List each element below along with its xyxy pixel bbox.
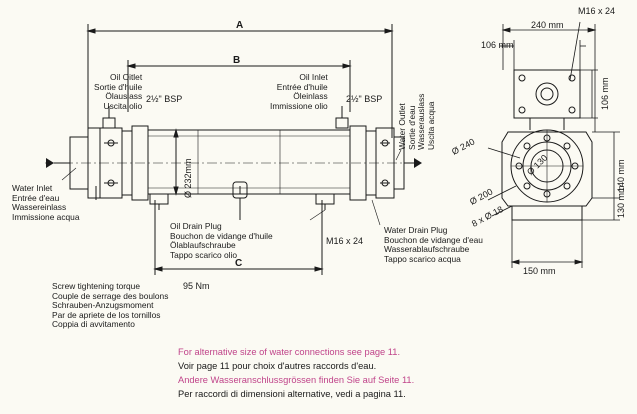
torque-de: Schrauben-Anzugsmoment [52, 300, 154, 311]
torque-fr: Couple de serrage des boulons [52, 290, 169, 301]
oil-drain-en: Oil Drain Plug [170, 221, 222, 231]
dim-label-a: A [236, 20, 244, 31]
oil-inlet-en: Oil Inlet [299, 72, 328, 82]
thread-label-left: 2½" BSP [146, 94, 183, 104]
oil-inlet-it: Immissione olio [270, 100, 328, 111]
dim-line-b [126, 60, 352, 112]
water-inlet-it: Immissione acqua [12, 211, 80, 222]
water-drain-it: Tappo scarico acqua [384, 253, 461, 264]
oil-outlet-it: Uscita olio [103, 100, 143, 111]
left-end-cap [69, 106, 149, 201]
oil-outlet-de: Ölauslass [105, 91, 143, 102]
dim-label-150mm: 150 mm [523, 266, 556, 276]
oil-drain-fr: Bouchon de vidange d'huile [170, 230, 273, 241]
end-view [501, 69, 593, 221]
right-end-cap [335, 106, 405, 201]
dim-label-c: C [235, 258, 243, 269]
water-inlet-fr: Entrée d'eau [12, 192, 60, 203]
oil-drain-it: Tappo scarico olio [170, 249, 238, 260]
torque-value: 95 Nm [183, 281, 210, 291]
end-view-dims [487, 21, 620, 268]
dim-label-106mm-h: 106 mm [600, 77, 610, 110]
torque-es: Par de apriete de los tornillos [52, 309, 161, 320]
water-inlet-label: Water Inlet Entrée d'eau Wassereinlass I… [12, 183, 80, 222]
dim-label-130mm: 130 mm [616, 185, 626, 218]
oil-outlet-en: Oil Oitlet [110, 72, 143, 82]
oil-drain-de: Ölablaufschraube [170, 240, 236, 251]
oil-drain-plug [232, 181, 248, 220]
torque-it: Coppia di avvitamento [52, 319, 135, 330]
thread-label-right: 2½" BSP [346, 94, 383, 104]
torque-en: Screw tightening torque [52, 281, 140, 291]
dim-label-b: B [233, 55, 241, 66]
water-drain-label: Water Drain Plug Bouchon de vidange d'ea… [384, 225, 483, 264]
oil-inlet-label: Oil Inlet Entrée d'huile Öleinlass Immis… [270, 72, 328, 111]
oil-outlet-fr: Sortie d'huile [94, 81, 143, 92]
water-drain-de: Wasserablaufschraube [384, 244, 470, 255]
dim-line-a [86, 24, 394, 138]
flow-arrows [46, 158, 422, 168]
water-drain-en: Water Drain Plug [384, 225, 448, 235]
torque-label: Screw tightening torque Couple de serrag… [52, 281, 169, 330]
foot-bolt-label: M16 x 24 [326, 236, 364, 246]
dim-label-diameter: Ø 232mm [183, 158, 193, 198]
note-fr: Voir page 11 pour choix d'autres raccord… [178, 361, 377, 371]
top-bolt-label: M16 x 24 [578, 6, 616, 16]
water-inlet-en: Water Inlet [12, 183, 53, 193]
dim-line-c [153, 200, 324, 275]
oil-inlet-de: Öleinlass [293, 91, 328, 102]
cooler-shell [147, 129, 351, 195]
oil-inlet-fr: Entrée d'huile [276, 81, 328, 92]
water-drain-fr: Bouchon de vidange d'eau [384, 234, 483, 245]
water-outlet-it: Uscita acqua [425, 101, 436, 150]
dim-label-106mm-w: 106 mm [481, 40, 514, 50]
leader-lines [61, 149, 402, 226]
water-outlet-label: Water Outlet Sortie d'eau Wasserauslass … [397, 94, 436, 150]
dim-label-240mm: 240 mm [531, 20, 564, 30]
note-de: Andere Wasseranschlussgrössen finden Sie… [178, 375, 415, 385]
note-en: For alternative size of water connection… [178, 347, 401, 357]
note-it: Per raccordi di dimensioni alternative, … [178, 389, 406, 399]
oil-outlet-label: Oil Oitlet Sortie d'huile Ölauslass Usci… [94, 72, 143, 111]
oil-drain-label: Oil Drain Plug Bouchon de vidange d'huil… [170, 221, 273, 260]
mounting-feet [149, 193, 335, 210]
dim-line-diameter [173, 128, 179, 196]
water-inlet-de: Wassereinlass [12, 202, 67, 213]
